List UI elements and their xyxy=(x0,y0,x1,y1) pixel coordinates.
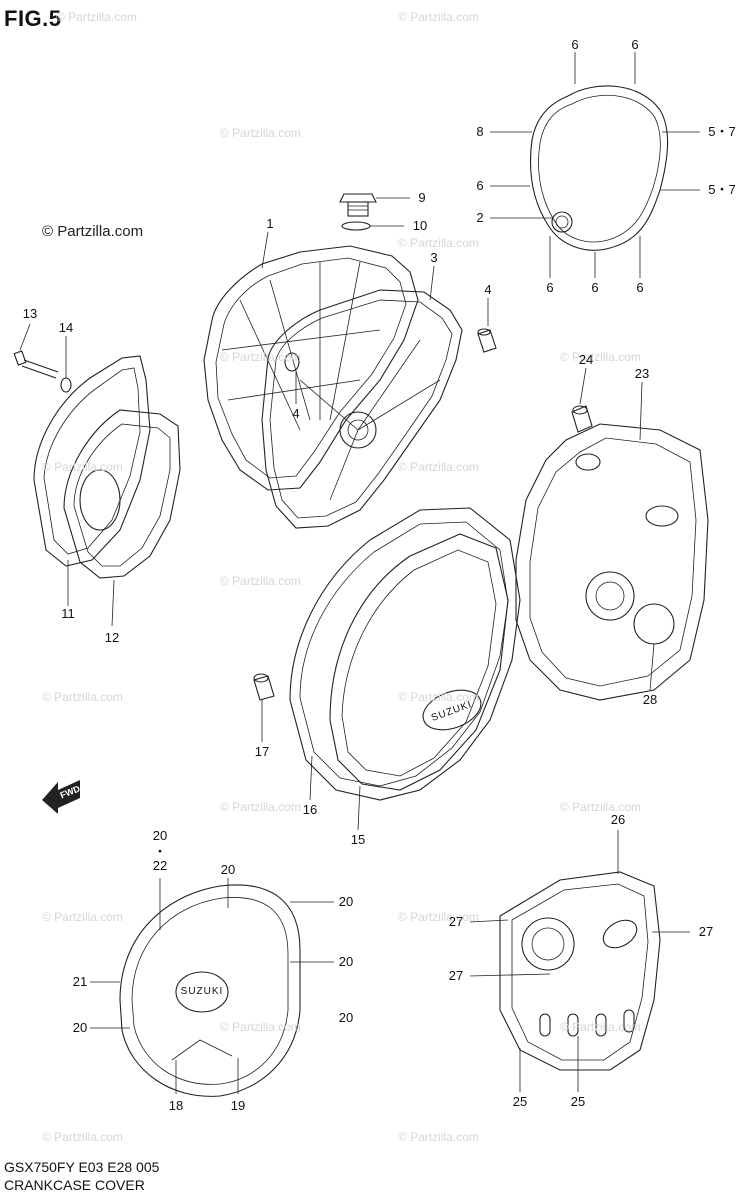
callout-6: 6 xyxy=(591,280,599,295)
watermark: © Partzilla.com xyxy=(398,690,479,704)
watermark: © Partzilla.com xyxy=(42,910,123,924)
callout-28: 28 xyxy=(642,692,658,707)
callout-2: 2 xyxy=(476,210,484,225)
washer-part-14 xyxy=(60,377,72,393)
watermark: © Partzilla.com xyxy=(42,460,123,474)
crankcase-cover-part-23 xyxy=(515,423,709,701)
callout-16: 16 xyxy=(302,802,318,817)
watermark: © Partzilla.com xyxy=(220,800,301,814)
callout-19: 19 xyxy=(230,1098,246,1113)
callout-leaders xyxy=(19,52,700,1094)
callout-23: 23 xyxy=(634,366,650,381)
callout-14: 14 xyxy=(58,320,74,335)
callout-5-7: 5・7 xyxy=(708,182,736,197)
partzilla-brand-watermark: © Partzilla.com xyxy=(42,223,144,240)
callout-27: 27 xyxy=(698,924,714,939)
watermark: © Partzilla.com xyxy=(398,236,479,250)
callout-8: 8 xyxy=(476,124,484,139)
callout-17: 17 xyxy=(254,744,270,759)
clutch-cover-part-1 xyxy=(203,245,419,491)
magneto-cover-part-15 xyxy=(329,533,509,791)
watermark: © Partzilla.com xyxy=(398,1130,479,1144)
callout-6: 6 xyxy=(476,178,484,193)
watermark: © Partzilla.com xyxy=(398,10,479,24)
figure-title: FIG.5 xyxy=(4,6,62,31)
callout-6: 6 xyxy=(546,280,554,295)
callout-20: 20 xyxy=(152,828,168,843)
dowel-pin-part-17 xyxy=(253,673,275,701)
o-ring-part-10 xyxy=(341,221,371,231)
callout-dot: ・ xyxy=(153,844,167,859)
callout-20: 20 xyxy=(338,1010,354,1025)
starter-cover-gasket-part-12 xyxy=(63,409,181,579)
callout-4: 4 xyxy=(292,406,300,421)
callout-24: 24 xyxy=(578,352,594,367)
figure-caption: CRANKCASE COVER xyxy=(4,1177,145,1193)
callout-10: 10 xyxy=(412,218,428,233)
watermark: © Partzilla.com xyxy=(220,126,301,140)
watermark: © Partzilla.com xyxy=(560,800,641,814)
watermark: © Partzilla.com xyxy=(220,350,301,364)
callout-20: 20 xyxy=(72,1020,88,1035)
callout-9: 9 xyxy=(418,190,426,205)
watermark: © Partzilla.com xyxy=(398,910,479,924)
callout-20: 20 xyxy=(220,862,236,877)
callout-25: 25 xyxy=(570,1094,586,1109)
watermark: © Partzilla.com xyxy=(560,350,641,364)
callout-20: 20 xyxy=(338,894,354,909)
starter-cover-part-11 xyxy=(33,355,151,567)
callout-21: 21 xyxy=(72,974,88,989)
callout-6: 6 xyxy=(571,37,579,52)
callout-4: 4 xyxy=(484,282,492,297)
callout-27: 27 xyxy=(448,968,464,983)
clutch-cover-gasket-part-2 xyxy=(530,85,669,251)
clutch-cover-gasket-part-3 xyxy=(261,289,463,529)
bolt-part-13 xyxy=(13,350,59,379)
watermark: © Partzilla.com xyxy=(42,1130,123,1144)
dowel-pin-part-4b xyxy=(477,328,497,353)
watermark: © Partzilla.com xyxy=(42,690,123,704)
callout-11: 11 xyxy=(61,606,75,621)
oil-filler-cap-part-9 xyxy=(339,193,377,217)
watermark: © Partzilla.com xyxy=(560,1020,641,1034)
suzuki-logo-generator-cover: SUZUKI xyxy=(180,986,224,997)
callout-5-7: 5・7 xyxy=(708,124,736,139)
callout-27: 27 xyxy=(448,914,464,929)
callout-22: 22 xyxy=(152,858,168,873)
callout-25: 25 xyxy=(512,1094,528,1109)
watermark: © Partzilla.com xyxy=(220,1020,301,1034)
fwd-arrow-icon xyxy=(42,780,80,814)
callout-6: 6 xyxy=(631,37,639,52)
dowel-pin-part-4a xyxy=(284,352,300,372)
figure-footer: GSX750FY E03 E28 005 CRANKCASE COVER xyxy=(4,1158,159,1194)
watermark: © Partzilla.com xyxy=(398,460,479,474)
magneto-cover-gasket-part-16 xyxy=(289,507,521,801)
oil-pump-cover-part-24 xyxy=(571,405,593,433)
model-code: GSX750FY E03 E28 005 xyxy=(4,1159,160,1175)
watermark: © Partzilla.com xyxy=(56,10,137,24)
callout-12: 12 xyxy=(104,630,120,645)
crankcase-cover-part-26 xyxy=(499,871,661,1071)
callout-15: 15 xyxy=(350,832,366,847)
watermark: © Partzilla.com xyxy=(220,574,301,588)
callout-6: 6 xyxy=(636,280,644,295)
callout-3: 3 xyxy=(430,250,438,265)
callout-26: 26 xyxy=(610,812,626,827)
callout-20: 20 xyxy=(338,954,354,969)
callout-18: 18 xyxy=(168,1098,184,1113)
callout-1: 1 xyxy=(266,216,274,231)
callout-13: 13 xyxy=(22,306,38,321)
